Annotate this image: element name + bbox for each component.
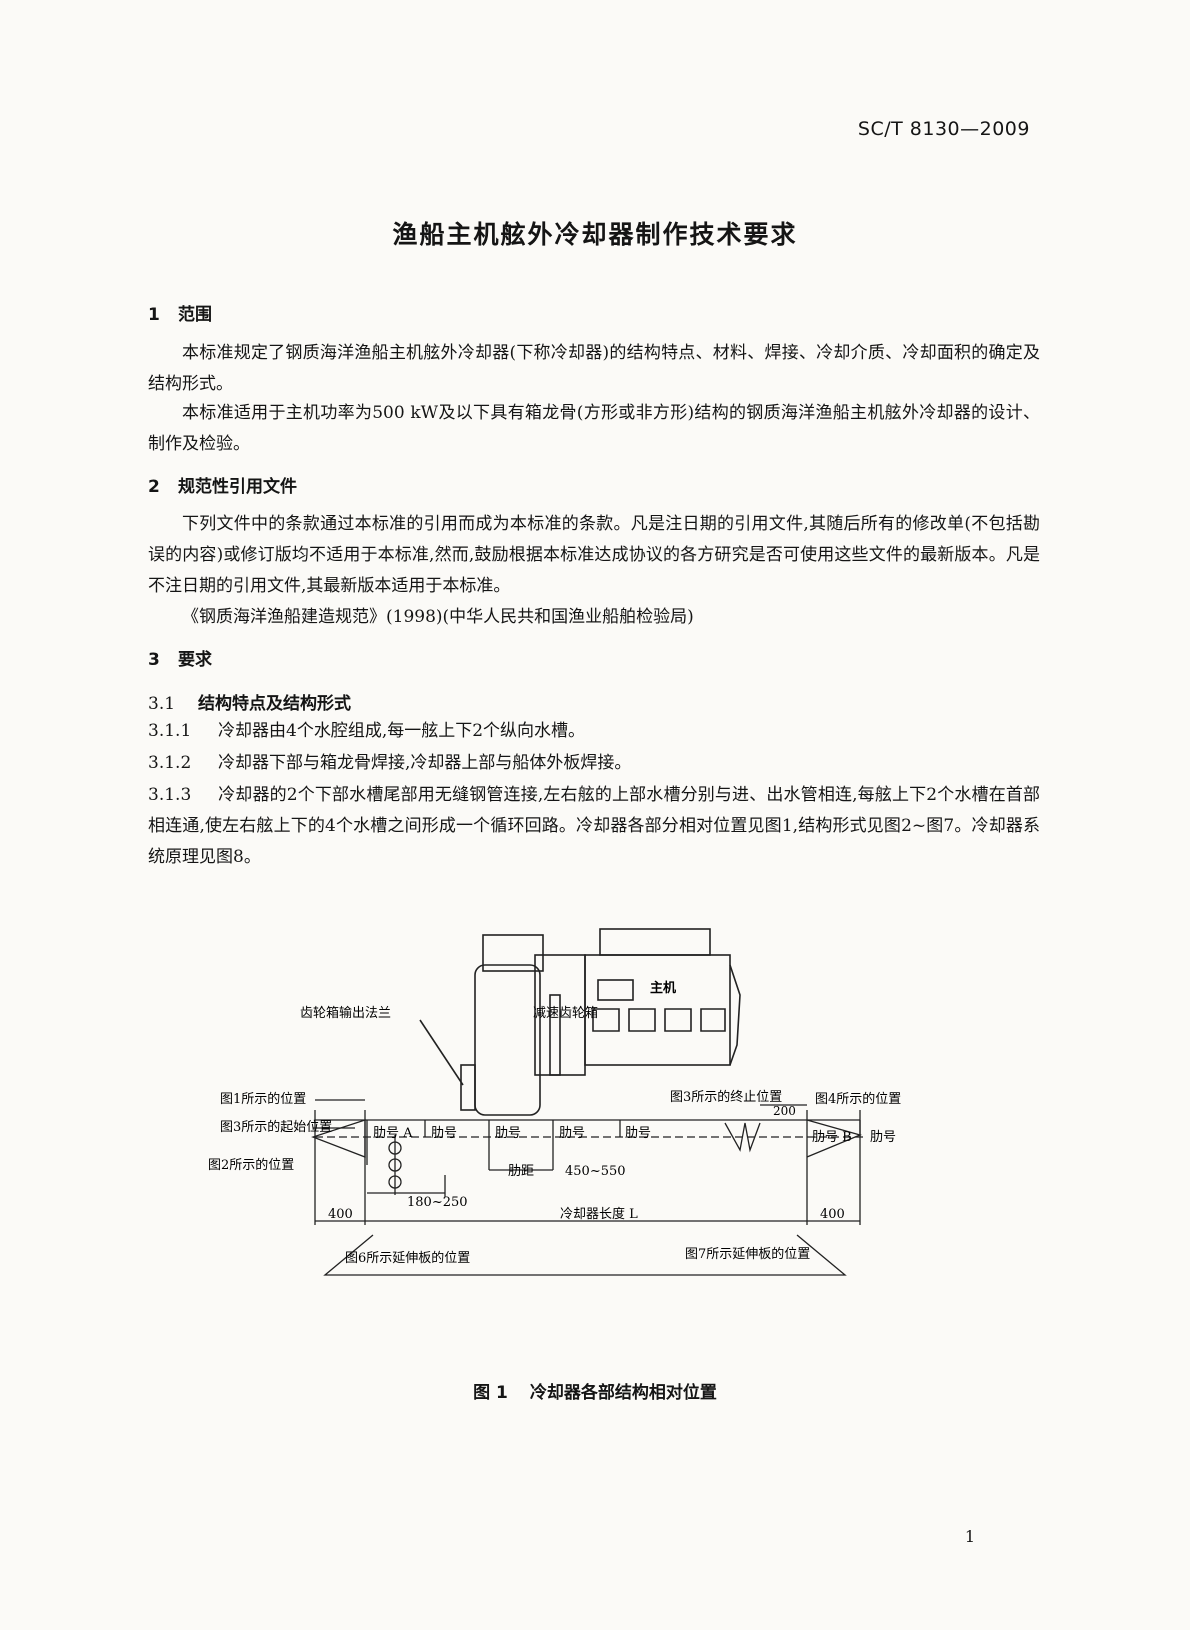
- label-rib: 肋号: [559, 1126, 585, 1141]
- label-cooler-length: 冷却器长度 L: [560, 1206, 638, 1222]
- coupling: [549, 994, 561, 1076]
- section-2-heading: 2 规范性引用文件: [148, 472, 297, 497]
- section-1-paragraph-1: 本标准规定了钢质海洋渔船主机舷外冷却器(下称冷却器)的结构特点、材料、焊接、冷却…: [148, 343, 1040, 394]
- figure-1-caption: 图 1 冷却器各部结构相对位置: [0, 1378, 1190, 1403]
- label-offset-range: 180~250: [407, 1195, 468, 1210]
- clause-text: 冷却器下部与箱龙骨焊接,冷却器上部与船体外板焊接。: [218, 753, 632, 773]
- label-rib: 肋号: [431, 1126, 457, 1141]
- section-2-reference: 《钢质海洋渔船建造规范》(1998)(中华人民共和国渔业船舶检验局): [182, 607, 694, 627]
- gearbox-flange-label: 齿轮箱输出法兰: [300, 1005, 391, 1021]
- turbo-block: [482, 934, 544, 972]
- section-number: 1: [148, 305, 160, 325]
- label-fig2-position: 图2所示的位置: [208, 1157, 294, 1173]
- label-fig3-start: 图3所示的起始位置: [220, 1119, 332, 1135]
- label-rib-b: 肋号 B: [812, 1130, 852, 1145]
- section-3-1-heading: 3.1 结构特点及结构形式: [148, 689, 351, 714]
- engine-top-block: [599, 928, 711, 956]
- label-fig1-position: 图1所示的位置: [220, 1091, 306, 1107]
- section-title: 结构特点及结构形式: [198, 694, 351, 714]
- main-engine-body: [584, 954, 731, 1066]
- figure-1-diagram: 主机 减速齿轮箱 齿轮箱输出法兰 图1所示的位置 图3所示的起始位置 图2所示的…: [208, 928, 901, 1276]
- cooler-layout-lines: [311, 1099, 865, 1276]
- label-rib-spacing: 肋距: [508, 1164, 534, 1179]
- section-1-paragraph-2: 本标准适用于主机功率为500 kW及以下具有箱龙骨(方形或非方形)结构的钢质海洋…: [148, 403, 1040, 454]
- label-fig6-extension: 图6所示延伸板的位置: [345, 1250, 470, 1266]
- label-fig7-extension: 图7所示延伸板的位置: [685, 1246, 810, 1262]
- standard-code: SC/T 8130—2009: [857, 118, 1030, 140]
- flange-leader-line: [419, 1019, 464, 1086]
- engine-cylinders: [592, 1008, 726, 1032]
- document-title: 渔船主机舷外冷却器制作技术要求: [392, 220, 798, 249]
- section-title: 要求: [178, 650, 212, 670]
- section-number: 3.1: [148, 694, 176, 714]
- page-number: 1: [964, 1527, 975, 1546]
- section-2-paragraph-1: 下列文件中的条款通过本标准的引用而成为本标准的条款。凡是注日期的引用文件,其随后…: [148, 514, 1040, 596]
- gearbox-output-flange: [460, 1064, 476, 1111]
- figure-caption-text: 冷却器各部结构相对位置: [529, 1383, 717, 1403]
- figure-number: 图 1: [473, 1383, 508, 1403]
- clause-text: 冷却器的2个下部水槽尾部用无缝钢管连接,左右舷的上部水槽分别与进、出水管相连,每…: [148, 785, 1040, 867]
- clause-number: 3.1.1: [148, 721, 192, 741]
- gearbox-housing: [474, 964, 541, 1116]
- clause-text: 冷却器由4个水腔组成,每一舷上下2个纵向水槽。: [218, 721, 586, 741]
- label-fig4-position: 图4所示的位置: [815, 1091, 901, 1107]
- reduction-gearbox-label: 减速齿轮箱: [533, 1005, 598, 1021]
- section-title: 范围: [178, 305, 212, 325]
- section-number: 2: [148, 477, 160, 497]
- dim-400-right: 400: [820, 1207, 845, 1222]
- engine-panel: [597, 979, 634, 1001]
- extension-plate-callout: [323, 1234, 847, 1276]
- label-rib: 肋号: [870, 1130, 896, 1145]
- clause-3-1-1: 3.1.1 冷却器由4个水腔组成,每一舷上下2个纵向水槽。: [148, 716, 1040, 747]
- label-rib: 肋号: [495, 1126, 521, 1141]
- label-rib: 肋号: [625, 1126, 651, 1141]
- section-1-heading: 1 范围: [148, 300, 212, 325]
- dim-400-left: 400: [328, 1207, 353, 1222]
- label-spacing-range: 450~550: [565, 1164, 626, 1179]
- engine-drawing: [419, 928, 741, 1116]
- dim-200: 200: [773, 1104, 796, 1118]
- label-rib-a: 肋号 A: [373, 1126, 413, 1141]
- clause-number: 3.1.2: [148, 753, 192, 773]
- clause-number: 3.1.3: [148, 785, 192, 805]
- section-3-heading: 3 要求: [148, 645, 212, 670]
- end-break-mark: [724, 1122, 761, 1153]
- clause-3-1-2: 3.1.2 冷却器下部与箱龙骨焊接,冷却器上部与船体外板焊接。: [148, 748, 1040, 779]
- section-number: 3: [148, 650, 160, 670]
- label-fig3-end: 图3所示的终止位置: [670, 1089, 782, 1105]
- section-title: 规范性引用文件: [178, 477, 297, 497]
- engine-flywheel-end: [729, 964, 741, 1066]
- main-engine-label: 主机: [650, 980, 676, 996]
